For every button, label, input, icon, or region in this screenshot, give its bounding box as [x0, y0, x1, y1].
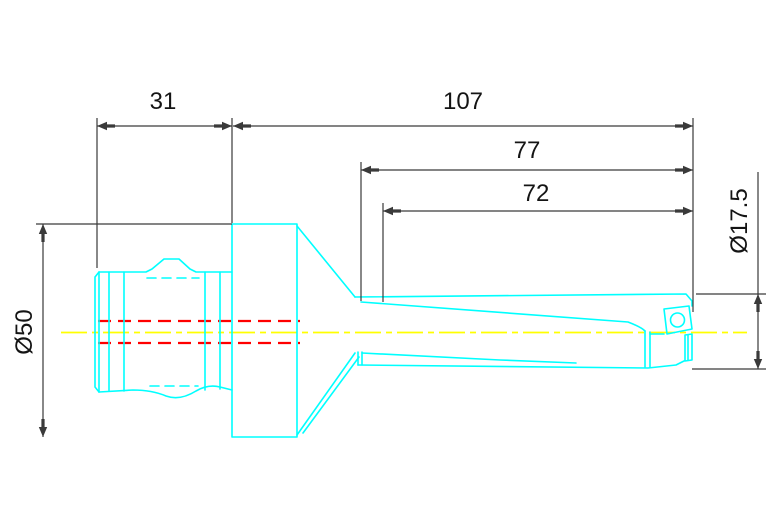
clamping-flange	[231, 223, 298, 438]
arrowhead	[383, 206, 401, 216]
collet-bottom-edge-wave	[98, 385, 233, 399]
arrowhead	[753, 294, 763, 312]
arrowhead	[97, 121, 115, 131]
neck-top-cone-edge	[296, 225, 356, 298]
arrowhead	[38, 224, 48, 242]
insert-screw-hole	[669, 312, 686, 328]
arrowhead	[675, 206, 693, 216]
dimension-diameter-17-5: Ø17.5	[692, 172, 766, 370]
dimension-72-label: 72	[523, 180, 550, 207]
collet-top-edge-with-bump	[98, 258, 233, 273]
dimension-diameter-50: Ø50	[11, 223, 232, 437]
dimension-77: 77	[360, 137, 693, 301]
body-top-flute-line	[360, 301, 646, 332]
dimension-77-label: 77	[514, 137, 541, 164]
tool-geometry	[94, 223, 693, 438]
dimension-72: 72	[382, 180, 693, 302]
neck-bottom-cone-inner-edge	[302, 356, 360, 434]
dimension-107-label: 107	[443, 88, 483, 115]
dimensions: 31 107 77 72	[11, 88, 766, 437]
drill-body	[354, 293, 693, 369]
body-bottom-edge	[357, 360, 685, 369]
arrowhead	[361, 165, 379, 175]
drill-tip	[663, 305, 693, 362]
arrowhead	[38, 419, 48, 437]
arrowhead	[753, 351, 763, 369]
arrowhead	[214, 121, 232, 131]
arrowhead	[675, 165, 693, 175]
arrowhead	[675, 121, 693, 131]
dimension-d17-label: Ø17.5	[726, 188, 753, 253]
coolant-hidden-lines	[98, 319, 300, 345]
neck-bottom-cone-edge	[296, 352, 356, 436]
flange-outline	[231, 223, 298, 438]
collet-left-edge	[94, 271, 100, 393]
dimension-31: 31	[96, 88, 233, 268]
dimension-d50-label: Ø50	[11, 309, 38, 354]
cutting-insert	[663, 305, 693, 335]
dimension-31-label: 31	[150, 88, 177, 115]
lower-insert-pocket	[684, 333, 693, 362]
body-top-edge	[354, 293, 693, 307]
taper-neck	[296, 225, 363, 436]
tool-shank-collet	[94, 258, 233, 399]
body-bottom-flute-line	[361, 352, 577, 364]
arrowhead	[233, 121, 251, 131]
dimension-107: 107	[233, 88, 694, 312]
